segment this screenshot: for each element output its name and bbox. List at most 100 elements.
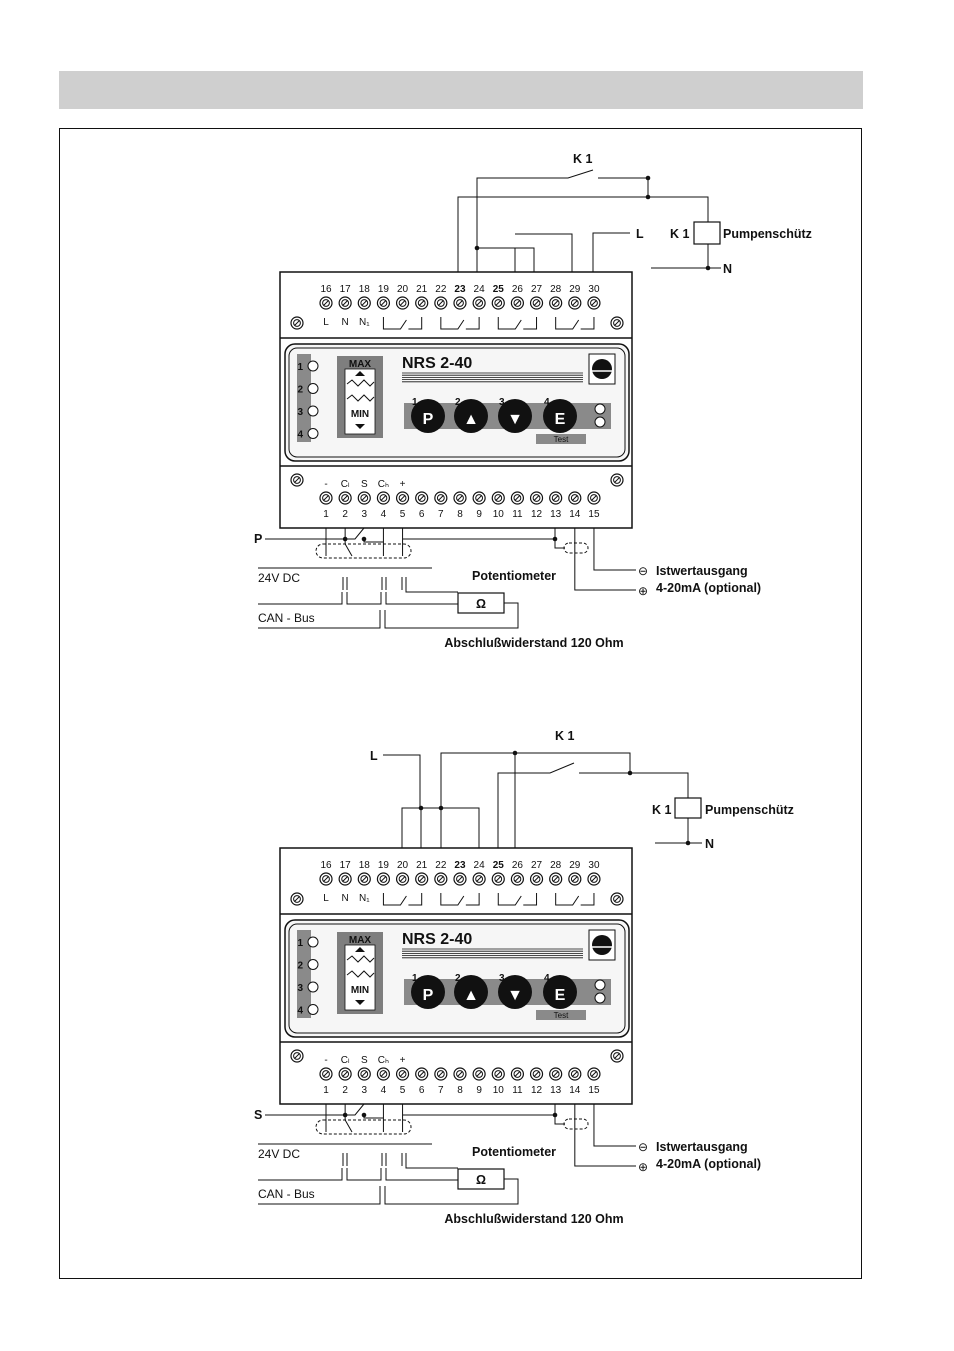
terminal-screw-icon xyxy=(587,872,601,886)
min-label: MIN xyxy=(351,985,369,996)
terminal-screw-icon xyxy=(290,1049,304,1063)
terminal-label: L xyxy=(323,893,329,904)
terminal-label: Cₕ xyxy=(378,479,389,490)
relay-contact-symbol xyxy=(440,893,465,906)
water-wave-icon xyxy=(346,394,375,402)
terminal-screw-icon xyxy=(415,1067,429,1081)
key-number: 4 xyxy=(544,973,550,984)
terminal-screw-icon xyxy=(510,491,525,505)
terminal-screw-icon xyxy=(568,872,582,886)
test-tab xyxy=(536,434,586,444)
cable-shield xyxy=(315,1119,412,1135)
terminal-label: Cₗ xyxy=(341,479,350,490)
terminal-number: 21 xyxy=(416,860,428,871)
terminal-screw-icon xyxy=(319,491,333,505)
down-arrow-icon xyxy=(498,975,532,1009)
terminal-number: 27 xyxy=(531,860,543,871)
terminal-screw-icon xyxy=(415,296,429,310)
terminal-screw-icon xyxy=(549,296,563,310)
junction-dot xyxy=(645,175,651,181)
relay-contact-symbol xyxy=(382,893,407,906)
terminal-number: 13 xyxy=(550,509,562,520)
terminal-screw-icon xyxy=(338,1067,352,1081)
cable-shield xyxy=(563,1118,589,1130)
water-wave-icon xyxy=(346,970,375,978)
led-indicator-icon xyxy=(307,383,319,394)
led-strip xyxy=(297,354,311,442)
led-number: 3 xyxy=(297,407,303,418)
probe-label: S xyxy=(254,1108,262,1122)
abschluss-label: Abschlußwiderstand 120 Ohm xyxy=(444,636,623,650)
terminal-number: 5 xyxy=(400,1085,406,1096)
terminal-screw-icon xyxy=(510,1067,525,1081)
terminal-screw-icon xyxy=(610,316,624,330)
terminal-number: 15 xyxy=(588,509,600,520)
page-header-bar xyxy=(59,71,863,109)
terminal-screw-icon xyxy=(415,872,429,886)
terminal-screw-icon xyxy=(491,296,505,310)
k1-contact-label: K 1 xyxy=(555,729,575,743)
terminal-number: 2 xyxy=(342,1085,348,1096)
terminal-number: 27 xyxy=(531,284,543,295)
terminal-screw-icon xyxy=(587,1067,601,1081)
test-tab xyxy=(536,1010,586,1020)
terminal-screw-icon xyxy=(529,872,544,886)
water-wave-icon xyxy=(346,379,375,387)
terminal-screw-icon xyxy=(434,491,448,505)
e-key-icon xyxy=(543,399,577,433)
terminal-number: 28 xyxy=(550,284,562,295)
terminal-number: 30 xyxy=(588,284,600,295)
key-number: 4 xyxy=(544,397,550,408)
terminal-number: 19 xyxy=(378,860,390,871)
terminal-screw-icon xyxy=(376,872,391,886)
ohm-symbol: Ω xyxy=(476,597,486,611)
terminal-screw-icon xyxy=(491,491,505,505)
relay-contact-symbol xyxy=(497,317,522,330)
terminal-number: 3 xyxy=(361,509,367,520)
terminal-number: 17 xyxy=(340,284,352,295)
terminal-number: 26 xyxy=(512,284,524,295)
terminal-screw-icon xyxy=(319,1067,333,1081)
terminal-number: 24 xyxy=(474,860,486,871)
max-label: MAX xyxy=(349,935,372,946)
ohm-symbol: Ω xyxy=(476,1173,486,1187)
terminal-number: 15 xyxy=(588,1085,600,1096)
terminal-screw-icon xyxy=(434,872,448,886)
up-marker-icon xyxy=(355,947,365,952)
junction-dot xyxy=(438,805,444,811)
terminal-number: 18 xyxy=(359,860,371,871)
terminal-label: - xyxy=(324,1055,327,1066)
led-indicator-icon xyxy=(307,981,319,993)
terminal-number: 14 xyxy=(569,509,581,520)
terminal-number: 9 xyxy=(476,1085,482,1096)
junction-dot xyxy=(342,536,348,542)
key-glyph: P xyxy=(423,987,434,1004)
terminal-screw-icon xyxy=(529,491,544,505)
terminal-number: 28 xyxy=(550,860,562,871)
l-label: L xyxy=(370,749,378,763)
terminal-screw-icon xyxy=(510,872,525,886)
key-glyph: P xyxy=(423,411,434,428)
diagram-frame xyxy=(59,128,862,1279)
up-arrow-icon xyxy=(454,975,488,1009)
terminal-label: Cₗ xyxy=(341,1055,350,1066)
terminal-screw-icon xyxy=(549,1067,563,1081)
potentiometer-label: Potentiometer xyxy=(472,1145,556,1159)
max-label: MAX xyxy=(349,359,372,370)
terminal-screw-icon xyxy=(376,491,391,505)
terminal-number: 4 xyxy=(381,1085,387,1096)
terminal-screw-icon xyxy=(338,491,352,505)
minus-terminal-icon: ⊖ xyxy=(638,564,648,578)
device-name: NRS 2-40 xyxy=(402,355,472,372)
terminal-label: N₁ xyxy=(359,317,370,328)
terminal-screw-icon xyxy=(453,1067,467,1081)
terminal-number: 29 xyxy=(569,284,581,295)
min-label: MIN xyxy=(351,409,369,420)
terminal-number: 29 xyxy=(569,860,581,871)
key-glyph: E xyxy=(555,987,566,1004)
istwert-minus-line xyxy=(593,528,636,571)
terminal-number: 30 xyxy=(588,860,600,871)
can-bus-line xyxy=(258,592,343,605)
dc24-label: 24V DC xyxy=(258,1147,300,1161)
